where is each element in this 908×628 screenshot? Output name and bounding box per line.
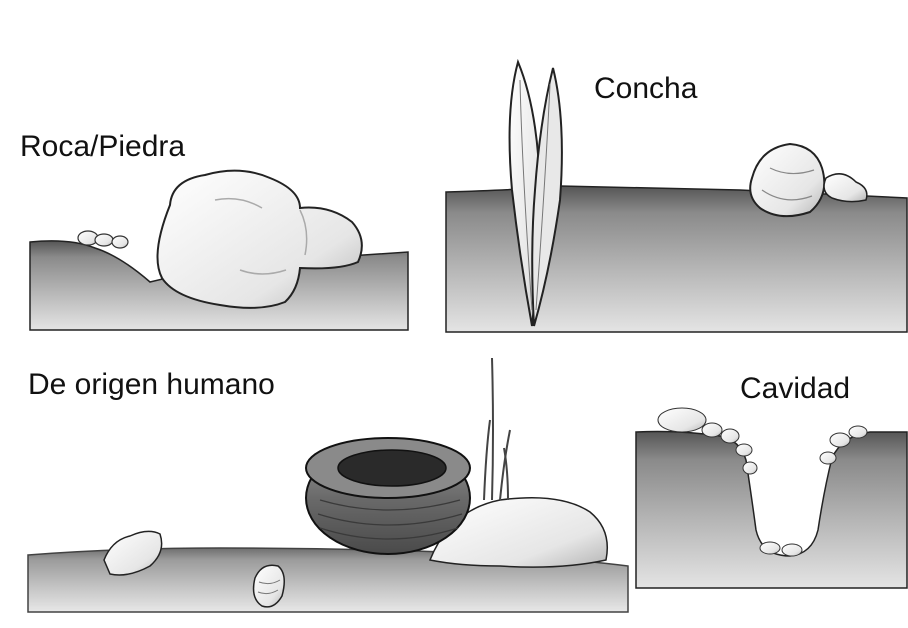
- shell-label: Concha: [594, 72, 697, 106]
- cavity-label: Cavidad: [740, 372, 850, 406]
- seagrass: [484, 358, 510, 500]
- cavity-panel: [636, 408, 907, 588]
- rock-label: Roca/Piedra: [20, 130, 185, 164]
- human-origin-label: De origen humano: [28, 368, 275, 402]
- cavity-icon: [636, 432, 907, 589]
- can-debris: [254, 565, 285, 607]
- tire-icon: [306, 438, 470, 554]
- rock-panel: [30, 171, 408, 330]
